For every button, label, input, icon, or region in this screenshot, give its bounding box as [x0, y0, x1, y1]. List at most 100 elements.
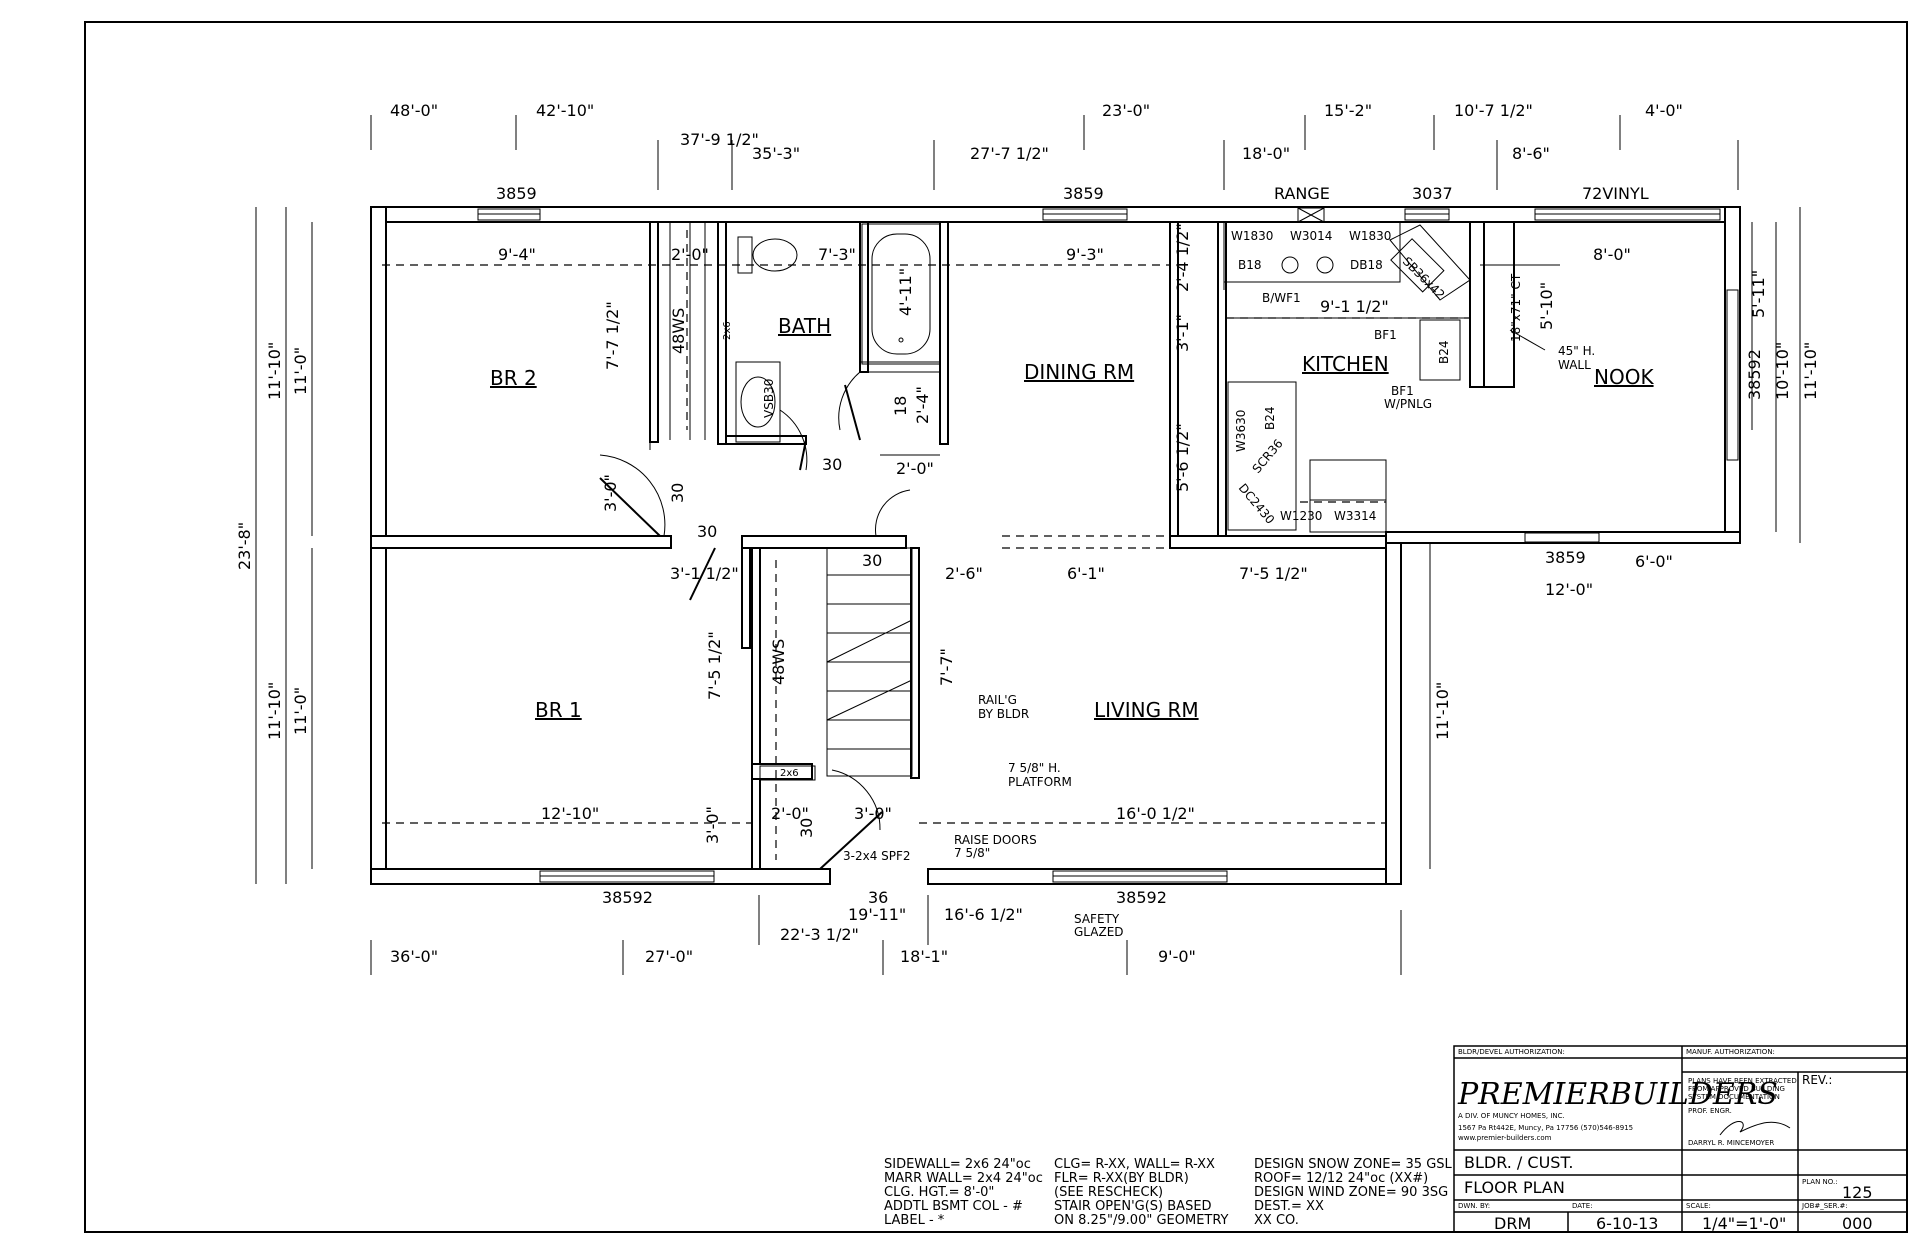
company-address: 1567 Pa Rt442E, Muncy, Pa 17756 (570)546… [1458, 1124, 1633, 1132]
wall-label: WALL [1558, 358, 1591, 372]
dim-left-11-0a: 11'-0" [291, 347, 310, 395]
window-label-living: 38592 [1116, 888, 1167, 907]
spec-notes: SIDEWALL= 2x6 24"oc MARR WALL= 2x4 24"oc… [884, 1157, 1453, 1228]
svg-text:XX CO.: XX CO. [1254, 1213, 1299, 1228]
bottom-dimension-lines [370, 895, 1402, 975]
svg-text:SIDEWALL= 2x6 24"oc: SIDEWALL= 2x6 24"oc [884, 1157, 1031, 1172]
company-logo: PREMIERBUILDERS [1457, 1077, 1778, 1112]
engineer-name: DARRYL R. MINCEMOYER [1688, 1139, 1774, 1147]
top-dim-23-0: 23'-0" [1102, 101, 1150, 120]
manuf-auth-label: MANUF. AUTHORIZATION: [1686, 1048, 1775, 1056]
wall-height-label: 45" H. [1558, 344, 1595, 358]
bottom-dim-16-6: 16'-6 1/2" [944, 905, 1023, 924]
door-30-b: 30 [668, 483, 687, 503]
cab-bf1a: BF1 [1374, 328, 1397, 342]
svg-text:ROOF= 12/12 24"oc (XX#): ROOF= 12/12 24"oc (XX#) [1254, 1171, 1428, 1186]
dim-bath-2-4: 2'-4" [913, 386, 932, 424]
dim-br2-width: 9'-4" [498, 245, 536, 264]
note-by-bldr: BY BLDR [978, 707, 1029, 721]
exterior-walls [370, 206, 1741, 885]
dim-left-11-10a: 11'-10" [265, 342, 284, 400]
cab-bwf1: B/WF1 [1262, 291, 1301, 305]
door-30-e: 30 [797, 818, 816, 838]
drawing-title: FLOOR PLAN [1464, 1178, 1565, 1197]
dim-kitchen-width: 9'-1 1/2" [1320, 297, 1389, 316]
top-dim-35-3: 35'-3" [752, 144, 800, 163]
range-label: RANGE [1274, 184, 1330, 203]
dim-living-11-10: 11'-10" [1433, 682, 1452, 740]
window-label-nook-bottom: 3859 [1545, 548, 1586, 567]
interior-walls [649, 221, 1515, 870]
svg-text:LABEL - *: LABEL - * [884, 1213, 945, 1228]
room-label-dining: DINING RM [1024, 360, 1134, 384]
cab-w3630: W3630 [1234, 410, 1248, 452]
svg-text:ADDTL BSMT COL - #: ADDTL BSMT COL - # [884, 1199, 1023, 1214]
title-block [1453, 1045, 1908, 1233]
top-dim-18-0: 18'-0" [1242, 144, 1290, 163]
job-label: JOB#_SER.#: [1801, 1202, 1848, 1210]
dim-2-6: 2'-6" [945, 564, 983, 583]
dim-dining-width: 9'-3" [1066, 245, 1104, 264]
bottom-dim-9-0: 9'-0" [1158, 947, 1196, 966]
dim-br1-height: 7'-5 1/2" [705, 631, 724, 700]
room-label-kitchen: KITCHEN [1302, 352, 1389, 376]
rev-label: REV.: [1802, 1073, 1832, 1087]
room-label-br2: BR 2 [490, 366, 537, 390]
svg-text:CLG. HGT.= 8'-0": CLG. HGT.= 8'-0" [884, 1185, 994, 1200]
note-raise-doors: RAISE DOORS [954, 833, 1037, 847]
svg-text:CLG= R-XX, WALL= R-XX: CLG= R-XX, WALL= R-XX [1054, 1157, 1215, 1172]
dim-right-11-10: 11'-10" [1801, 342, 1820, 400]
dim-nook-5-10: 5'-10" [1537, 282, 1556, 330]
cab-w3314: W3314 [1334, 509, 1376, 523]
dim-48ws-a: 48WS [669, 308, 688, 354]
note-platform: PLATFORM [1008, 775, 1072, 789]
dim-br2-height: 7'-7 1/2" [603, 301, 622, 370]
svg-text:(SEE RESCHECK): (SEE RESCHECK) [1054, 1185, 1163, 1200]
cab-b24a: B24 [1437, 340, 1451, 364]
svg-text:FLR= R-XX(BY BLDR): FLR= R-XX(BY BLDR) [1054, 1171, 1189, 1186]
note-platform-height: 7 5/8" H. [1008, 761, 1061, 775]
top-dim-48-0: 48'-0" [390, 101, 438, 120]
dim-6-0: 6'-0" [1635, 552, 1673, 571]
plan-no: 125 [1842, 1183, 1873, 1202]
scale-value: 1/4"=1'-0" [1702, 1214, 1786, 1233]
svg-text:STAIR OPEN'G(S) BASED: STAIR OPEN'G(S) BASED [1054, 1199, 1212, 1214]
svg-text:MARR WALL= 2x4 24"oc: MARR WALL= 2x4 24"oc [884, 1171, 1043, 1186]
job-value: 000 [1842, 1214, 1873, 1233]
dim-hall-2-0: 2'-0" [896, 459, 934, 478]
room-label-nook: NOOK [1594, 365, 1654, 389]
bottom-dim-18-1: 18'-1" [900, 947, 948, 966]
dim-3-0b: 3'-0" [854, 804, 892, 823]
dim-2x6-b: 2x6 [780, 768, 799, 779]
dim-left-11-0b: 11'-0" [291, 687, 310, 735]
cab-w1830b: W1830 [1349, 229, 1391, 243]
cab-bf1b: BF1 [1391, 384, 1414, 398]
plan-no-label: PLAN NO.: [1802, 1178, 1838, 1186]
sink-label: SB36x42 [1400, 254, 1448, 302]
dim-left-11-10b: 11'-10" [265, 682, 284, 740]
dim-tub-length: 4'-11" [896, 268, 915, 316]
top-dim-8-6: 8'-6" [1512, 144, 1550, 163]
date-label: DATE: [1572, 1202, 1593, 1210]
bldr-auth-label: BLDR/DEVEL AUTHORIZATION: [1458, 1048, 1565, 1056]
dim-bath-18: 18 [891, 396, 910, 416]
dim-nook-width: 8'-0" [1593, 245, 1631, 264]
extract-note-1: PLANS HAVE BEEN EXTRACTED [1688, 1077, 1797, 1085]
bottom-dim-19-11: 19'-11" [848, 905, 906, 924]
door-30-d: 30 [862, 551, 882, 570]
dim-left-23-8: 23'-8" [235, 522, 254, 570]
window-label-br2: 3859 [496, 184, 537, 203]
dwn-label: DWN. BY: [1458, 1202, 1490, 1210]
note-safety: SAFETY [1074, 912, 1120, 926]
svg-text:DESIGN WIND ZONE= 90 3SG: DESIGN WIND ZONE= 90 3SG [1254, 1185, 1448, 1200]
dim-right-5-11: 5'-11" [1749, 270, 1768, 318]
dim-closet-width: 2'-0" [671, 245, 709, 264]
top-dim-4-0: 4'-0" [1645, 101, 1683, 120]
window-label-br1: 38592 [602, 888, 653, 907]
note-spf: 3-2x4 SPF2 [843, 849, 911, 863]
bottom-dim-36-0: 36'-0" [390, 947, 438, 966]
note-raise-height: 7 5/8" [954, 846, 990, 860]
note-glazed: GLAZED [1074, 925, 1124, 939]
cab-w1230: W1230 [1280, 509, 1322, 523]
